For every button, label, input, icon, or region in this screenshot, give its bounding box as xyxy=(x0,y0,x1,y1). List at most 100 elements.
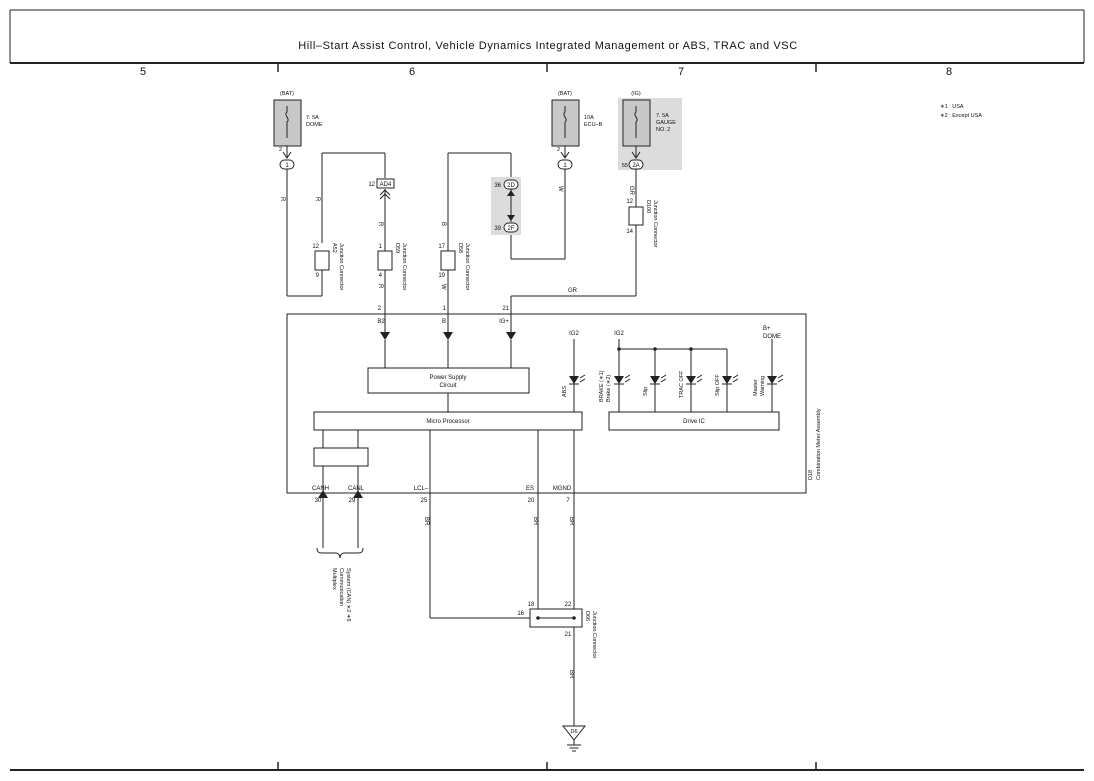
junction-d59-bottom-pin: 4 xyxy=(379,273,383,279)
fuse-gauge-number: NO. 2 xyxy=(656,127,670,133)
output-pin-canh: 30 xyxy=(315,498,322,504)
junction-a52-name: A52 xyxy=(331,243,337,253)
fuse-dome-pin: 2 xyxy=(279,147,282,153)
meter-input-pin-b: 1 xyxy=(443,306,447,312)
junction-d58-bottom-pin: 19 xyxy=(438,273,445,279)
junction-a52-desc: Junction Connector xyxy=(338,243,344,291)
output-term-mgnd: MGND xyxy=(553,486,572,492)
meter-outputs: 30 29 25 20 7 xyxy=(315,490,575,726)
meter-desc: Combination Meter Assembly xyxy=(816,408,822,480)
fuse-ecu-b-source: (BAT) xyxy=(558,91,572,97)
wire-label-br1: BR xyxy=(423,517,429,526)
drive-ic-label: Drive IC xyxy=(683,419,705,425)
junction-d66: 16 18 22 21 D66 Junction Connector xyxy=(517,602,597,659)
column-number-8: 8 xyxy=(946,66,952,78)
fuse-dome-rating: 7. 5A xyxy=(306,115,319,121)
fuse-dome: (BAT) 7. 5A DOME 2 1 xyxy=(273,91,323,170)
junction-d58-top-pin: 17 xyxy=(438,244,445,250)
bdome-label-1: B+ xyxy=(763,326,771,332)
bdome-label-2: DOME xyxy=(763,334,781,340)
output-pin-mgnd: 7 xyxy=(566,498,570,504)
output-term-canl: CANL xyxy=(348,486,365,492)
junction-d58: 17 19 D58 Junction Connector xyxy=(438,243,470,291)
diagram-frame xyxy=(9,9,1085,771)
led-slip-off xyxy=(722,374,739,385)
column-number-7: 7 xyxy=(678,66,684,78)
meter-term-b2: B2 xyxy=(377,319,385,325)
junction-d59-name: D59 xyxy=(394,243,400,253)
note-except-usa: ∗2 : Except USA xyxy=(940,113,982,119)
fuse-gauge-rating: 7. 5A xyxy=(656,113,669,119)
meter-term-b: B xyxy=(442,319,446,325)
d66-pin-mid: 18 xyxy=(528,602,535,608)
combination-meter: D18 Combination Meter Assembly 2 1 21 B2… xyxy=(286,306,822,494)
connector-2f-pin: 39 xyxy=(494,226,501,232)
wire-label-r4: R xyxy=(377,284,383,289)
junction-d100-name: D100 xyxy=(645,200,651,213)
junction-a52-bottom-pin: 9 xyxy=(316,273,320,279)
junction-d100-top-pin: 12 xyxy=(626,199,633,205)
ig2-label-drive: IG2 xyxy=(614,331,624,337)
led-brake xyxy=(614,374,631,385)
junction-a52: 12 9 A52 Junction Connector xyxy=(312,243,344,291)
fuse-dome-name: DOME xyxy=(306,122,323,128)
fuse-gauge: (IG) 7. 5A GAUGE NO. 2 55 2A xyxy=(618,91,682,170)
meter-term-ig: IG+ xyxy=(499,319,509,325)
wire-label-b1: B xyxy=(440,222,446,226)
led-trac-off xyxy=(686,374,703,385)
diagram-title: Hill–Start Assist Control, Vehicle Dynam… xyxy=(298,40,798,52)
junction-d66-name: D66 xyxy=(584,611,590,621)
micro-processor-label: Micro Processor xyxy=(426,419,469,425)
connector-ad4-pin: 12 xyxy=(368,182,375,188)
junction-a52-top-pin: 12 xyxy=(312,244,319,250)
junction-d59-top-pin: 1 xyxy=(379,244,383,250)
wire-label-gr1: GR xyxy=(628,186,634,196)
lamp-label-brake-1: BRAKE (∗1) xyxy=(599,370,605,402)
lamp-label-master-1: Master xyxy=(753,379,759,396)
connector-2d-pin: 36 xyxy=(494,183,501,189)
ground-symbol: D6 xyxy=(561,725,587,752)
wire-label-r3: R xyxy=(377,222,383,227)
column-number-6: 6 xyxy=(409,66,415,78)
lamp-label-trac-off: TRAC OFF xyxy=(679,370,685,398)
lamp-label-slip-off: Slip OFF xyxy=(715,374,721,396)
fuse-ecu-b-connector-label: 1 xyxy=(563,163,567,169)
column-number-5: 5 xyxy=(140,66,146,78)
multiplex-line2: Communication xyxy=(338,568,344,606)
output-term-canh: CANH xyxy=(312,486,329,492)
fuse-gauge-name: GAUGE xyxy=(656,120,676,126)
connector-ad4-label: AD4 xyxy=(380,182,392,188)
power-supply-line1: Power Supply xyxy=(429,375,466,381)
connector-2d-2f: 36 2D 39 2F xyxy=(491,177,521,235)
fuse-dome-connector-label: 1 xyxy=(285,163,289,169)
junction-d66-desc: Junction Connector xyxy=(591,611,597,659)
led-master-warning xyxy=(767,374,784,385)
meter-input-pin-b2: 2 xyxy=(378,306,382,312)
junction-d58-desc: Junction Connector xyxy=(464,243,470,291)
junction-d58-name: D58 xyxy=(457,243,463,253)
wire-label-w2: W xyxy=(557,186,563,192)
lamp-label-master-2: Warning xyxy=(760,376,766,396)
wire-label-r2: R xyxy=(314,197,320,202)
fuse-gauge-source: (IG) xyxy=(631,91,641,97)
lamp-label-brake-2: Brake (∗2) xyxy=(606,375,612,402)
fuse-dome-source: (BAT) xyxy=(280,91,294,97)
led-abs xyxy=(569,374,586,385)
fuse-ecu-b-name: ECU–B xyxy=(584,122,603,128)
output-pin-lcl: 25 xyxy=(421,498,428,504)
fuse-gauge-pin: 55 xyxy=(622,163,628,169)
junction-d59-desc: Junction Connector xyxy=(401,243,407,291)
connector-2d-label: 2D xyxy=(507,183,515,189)
multiplex-line3: System (CAN) ∗2 ∗6 xyxy=(345,568,351,622)
fuse-ecu-b: (BAT) 10A ECU–B 2 1 xyxy=(551,91,603,170)
output-term-es: ES xyxy=(526,486,534,492)
meter-name: D18 xyxy=(808,470,814,480)
power-supply-line2: Circuit xyxy=(439,383,456,389)
wire-label-br4: BR xyxy=(568,670,574,679)
multiplex-line1: Multiplex xyxy=(331,568,337,590)
connector-ad4: 12 AD4 xyxy=(368,178,395,200)
d66-pin-left: 16 xyxy=(517,611,524,617)
fuse-gauge-connector-label: 2A xyxy=(632,163,639,169)
wire-label-br3: BR xyxy=(568,517,574,526)
